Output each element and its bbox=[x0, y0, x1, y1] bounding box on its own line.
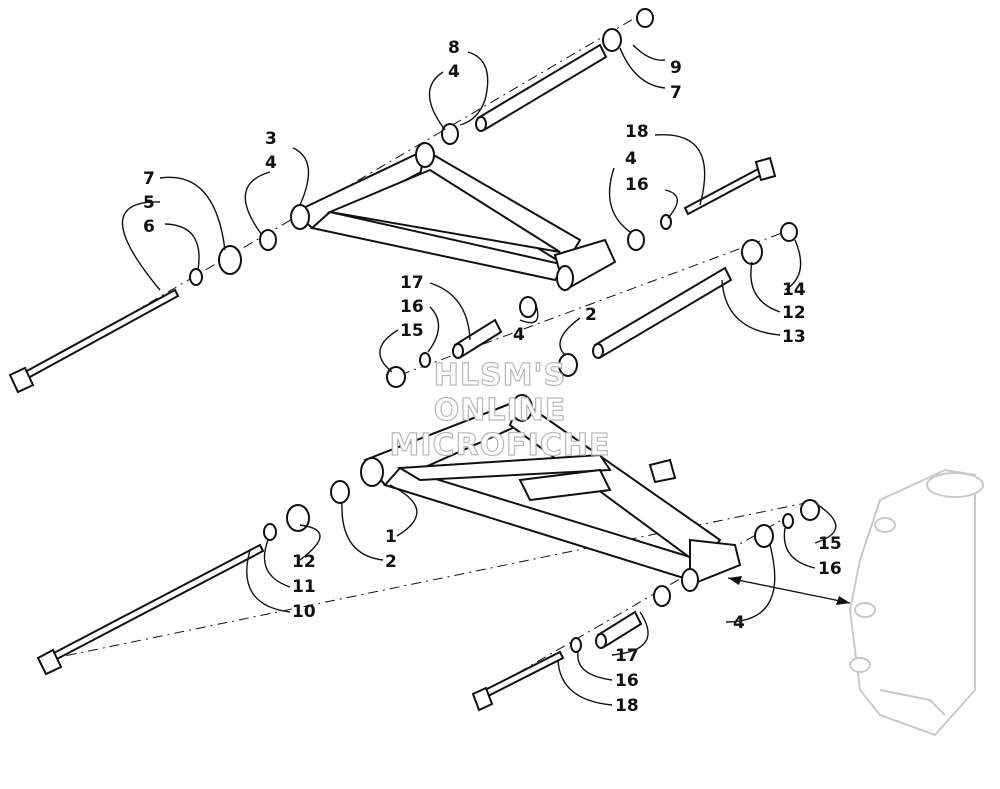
callout-labels: 8 4 9 7 3 4 18 7 5 6 4 16 17 16 15 4 2 1… bbox=[143, 38, 842, 716]
callout-c17a: 17 bbox=[400, 273, 424, 293]
sleeve-middle-short bbox=[452, 318, 503, 359]
spindle-knuckle bbox=[848, 468, 984, 737]
upper-a-arm bbox=[290, 142, 617, 292]
callout-c13: 13 bbox=[782, 327, 806, 347]
callout-c5: 5 bbox=[143, 193, 155, 213]
watermark-line-1: HLSM'S bbox=[434, 358, 566, 393]
callout-c15a: 15 bbox=[400, 321, 424, 341]
callout-c18a: 18 bbox=[625, 122, 649, 142]
callout-c15b: 15 bbox=[818, 534, 842, 554]
leader-lines bbox=[122, 44, 837, 706]
callout-c4a: 4 bbox=[448, 62, 460, 82]
install-arrow bbox=[727, 576, 851, 605]
callout-c9: 9 bbox=[670, 58, 682, 78]
callout-c16b: 16 bbox=[400, 297, 424, 317]
sleeve-lower-short bbox=[595, 610, 643, 649]
hardware bbox=[189, 8, 820, 653]
bolt-lower-right bbox=[471, 650, 565, 712]
callout-c16c: 16 bbox=[818, 559, 842, 579]
lower-a-arm bbox=[360, 394, 742, 592]
callout-c8: 8 bbox=[448, 38, 460, 58]
callout-c16d: 16 bbox=[615, 671, 639, 691]
callout-c2a: 2 bbox=[585, 305, 597, 325]
callout-c16a: 16 bbox=[625, 175, 649, 195]
callout-c4b: 4 bbox=[265, 153, 277, 173]
bolt-upper-left bbox=[8, 288, 180, 394]
callout-c2b: 2 bbox=[385, 552, 397, 572]
sleeve-middle-long bbox=[592, 266, 733, 359]
callout-c4c: 4 bbox=[625, 149, 637, 169]
watermark-line-3: MICROFICHE bbox=[390, 428, 611, 463]
bolt-upper-right bbox=[683, 156, 777, 216]
callout-c6: 6 bbox=[143, 217, 155, 237]
callout-c11: 11 bbox=[292, 577, 316, 597]
callout-c7a: 7 bbox=[670, 83, 682, 103]
watermark: HLSM'S ONLINE MICROFICHE bbox=[389, 357, 611, 463]
callout-c17b: 17 bbox=[615, 646, 639, 666]
callout-c12b: 12 bbox=[292, 552, 316, 572]
callout-c18b: 18 bbox=[615, 696, 639, 716]
callout-c3: 3 bbox=[265, 129, 277, 149]
callout-c1: 1 bbox=[385, 527, 397, 547]
sleeve-upper-long bbox=[475, 43, 608, 132]
callout-c4e: 4 bbox=[733, 613, 745, 633]
callout-c7b: 7 bbox=[143, 169, 155, 189]
callout-c4d: 4 bbox=[513, 325, 525, 345]
bolt-lower-left bbox=[36, 543, 265, 676]
callout-c10: 10 bbox=[292, 602, 316, 622]
watermark-line-2: ONLINE bbox=[434, 393, 567, 428]
callout-c12a: 12 bbox=[782, 303, 806, 323]
callout-c14: 14 bbox=[782, 280, 806, 300]
